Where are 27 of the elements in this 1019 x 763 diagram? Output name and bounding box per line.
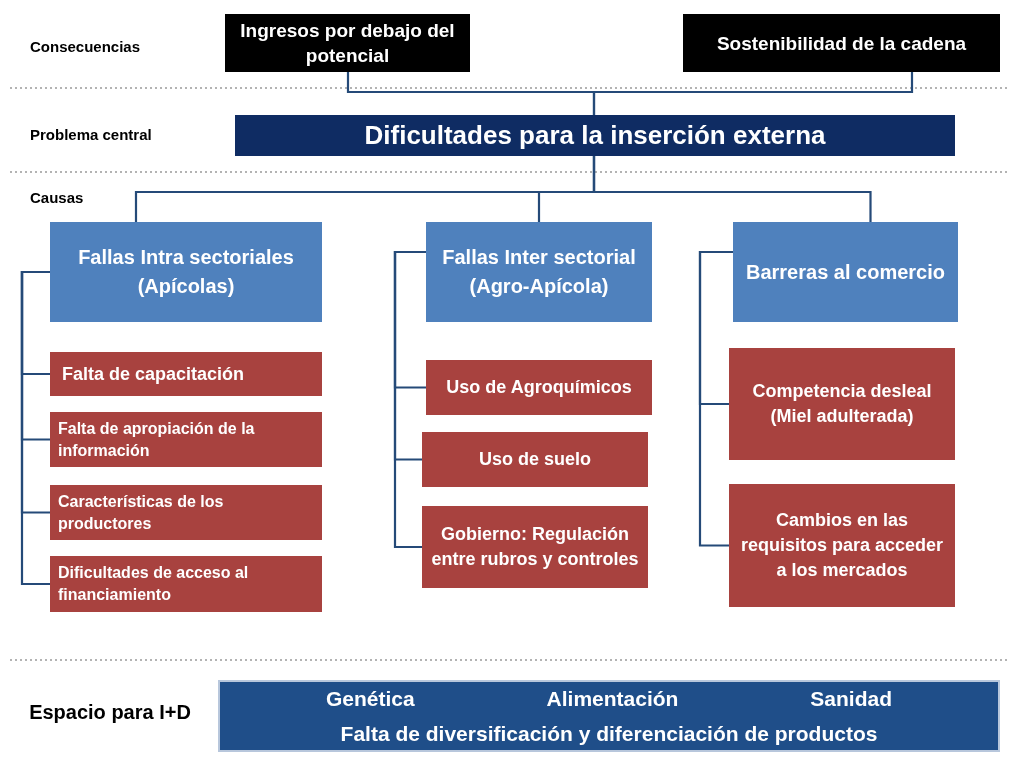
topic-text: Falta de diversificación y diferenciación de productos <box>340 721 878 747</box>
sub-cause-box: Dificultades de acceso al financiamiento <box>50 556 322 612</box>
sub-cause-box: Falta de capacitación <box>50 352 322 396</box>
sub-cause-box: Uso de Agroquímicos <box>426 360 652 415</box>
connector-line <box>592 156 872 222</box>
topic-text: Sanidad <box>810 685 893 712</box>
section-label: Espacio para I+D <box>28 700 192 725</box>
connector-line <box>592 72 914 115</box>
cause-box: Fallas Inter sectorial (Agro-Apícola) <box>426 222 652 322</box>
consequence-box: Sostenibilidad de la cadena <box>683 14 1000 72</box>
cause-box: Barreras al comercio <box>733 222 958 322</box>
central-problem-box: Dificultades para la inserción externa <box>235 115 955 156</box>
cause-box: Fallas Intra sectoriales (Apícolas) <box>50 222 322 322</box>
sub-cause-box: Cambios en las requisitos para acceder a los mercados <box>729 484 955 607</box>
sub-cause-box: Características de los productores <box>50 485 322 540</box>
sub-cause-box: Gobierno: Regulación entre rubros y controles <box>422 506 648 588</box>
topic-text: Alimentación <box>546 685 679 712</box>
sub-cause-box: Competencia desleal (Miel adulterada) <box>729 348 955 460</box>
section-label: Causas <box>30 188 85 208</box>
connector-line <box>20 270 50 586</box>
section-label: Consecuencias <box>30 37 142 57</box>
section-label: Problema central <box>30 125 153 145</box>
topic-text: Genética <box>325 685 415 712</box>
sub-cause-box: Falta de apropiación de la información <box>50 412 322 467</box>
sub-cause-box: Uso de suelo <box>422 432 648 487</box>
research-space-box <box>218 680 1000 752</box>
consequence-box: Ingresos por debajo del potencial <box>225 14 470 72</box>
